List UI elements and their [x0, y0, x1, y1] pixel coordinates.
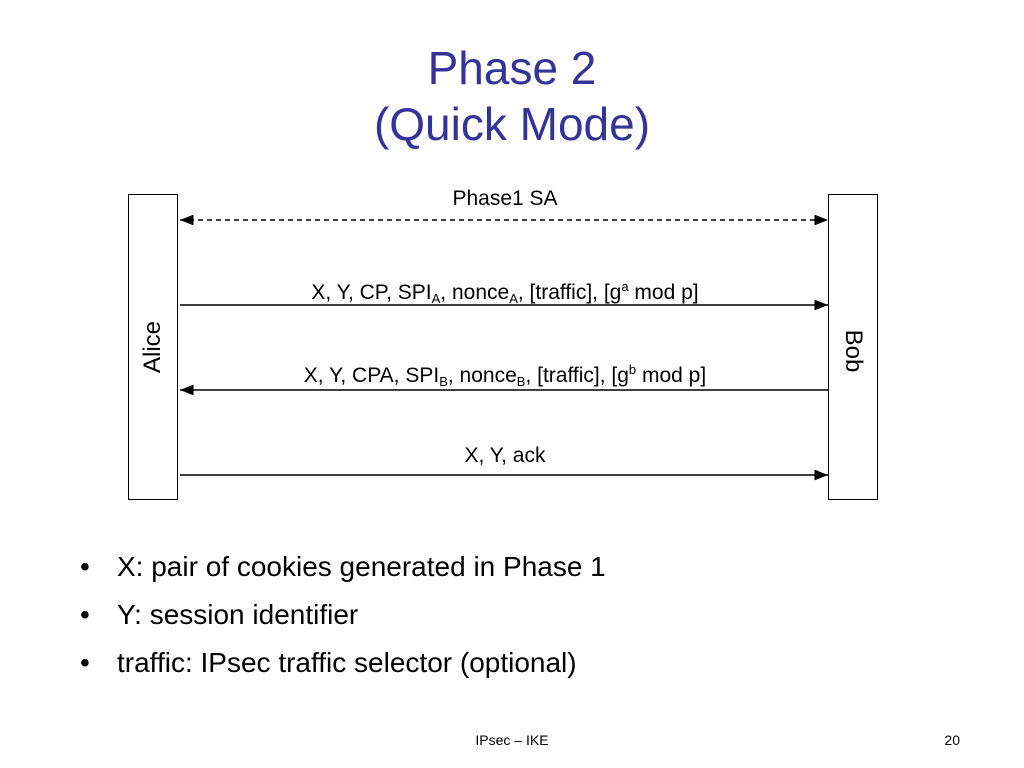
- bullet-item: • Y: session identifier: [80, 591, 606, 639]
- page-number: 20: [944, 732, 960, 748]
- bullet-text: Y: session identifier: [117, 599, 359, 630]
- message-1-part: , nonce: [440, 281, 510, 304]
- message-1-part: mod p]: [628, 281, 699, 304]
- bullet-marker: •: [80, 599, 90, 630]
- message-2-superscript: b: [628, 362, 637, 377]
- message-3-label: X, Y, ack: [464, 444, 546, 467]
- message-2-subscript: B: [439, 374, 448, 389]
- message-2-part: , nonce: [447, 364, 517, 387]
- message-1-part: X, Y, CP, SPI: [311, 281, 432, 304]
- phase1-sa-label: Phase1 SA: [452, 187, 558, 210]
- message-2-part: X, Y, CPA, SPI: [303, 364, 440, 387]
- title-line-2: (Quick Mode): [373, 98, 651, 150]
- footer-title: IPsec – IKE: [475, 732, 549, 748]
- alice-box: [128, 194, 178, 500]
- message-2-subscript: B: [516, 374, 526, 389]
- title-line-1: Phase 2: [427, 42, 597, 94]
- bullet-text: X: pair of cookies generated in Phase 1: [117, 551, 606, 582]
- bullet-item: • X: pair of cookies generated in Phase 1: [80, 543, 606, 591]
- message-1-subscript: A: [431, 291, 441, 306]
- message-2-part: , [traffic], [g: [525, 364, 629, 387]
- bullet-marker: •: [80, 551, 90, 582]
- bullet-item: • traffic: IPsec traffic selector (option…: [80, 639, 606, 687]
- message-1-superscript: a: [621, 279, 629, 294]
- message-2-label: X, Y, CPA, SPIB, nonceB, [traffic], [gb …: [180, 357, 830, 395]
- bullet-marker: •: [80, 647, 90, 678]
- bullet-list: • X: pair of cookies generated in Phase 1…: [80, 543, 606, 687]
- message-2-part: mod p]: [636, 364, 707, 387]
- slide-title: Phase 2 (Quick Mode): [0, 40, 1024, 152]
- message-1-label: X, Y, CP, SPIA, nonceA, [traffic], [ga m…: [180, 274, 830, 312]
- message-1-part: , [traffic], [g: [517, 281, 622, 304]
- bullet-text: traffic: IPsec traffic selector (optiona…: [117, 647, 577, 678]
- bob-box: [828, 194, 878, 500]
- message-1-subscript: A: [509, 291, 518, 306]
